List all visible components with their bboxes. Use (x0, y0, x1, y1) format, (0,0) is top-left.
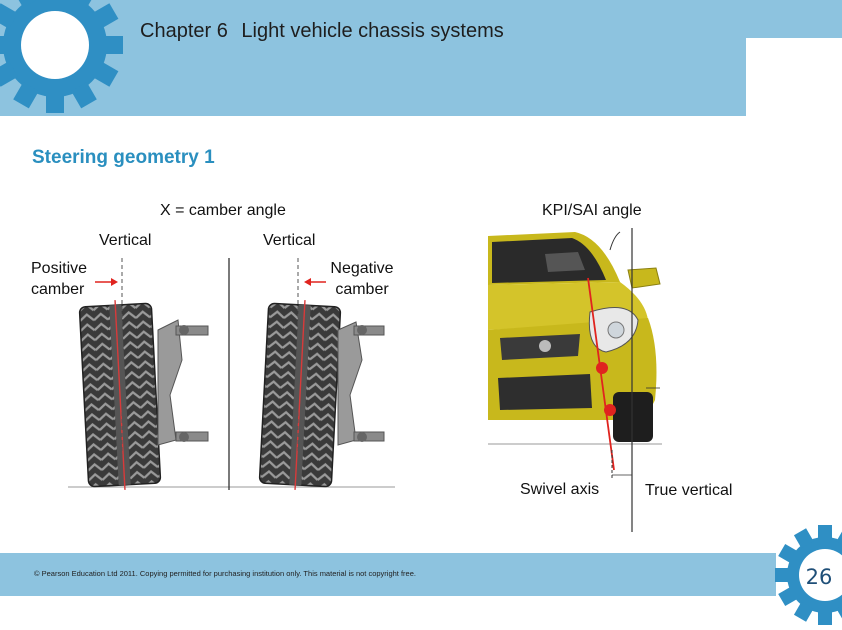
copyright-notice: © Pearson Education Ltd 2011. Copying pe… (34, 569, 416, 578)
gear-icon (0, 0, 123, 113)
header-band (0, 0, 746, 116)
chapter-title: Light vehicle chassis systems (241, 20, 504, 42)
true-vertical-label: True vertical (645, 482, 733, 499)
positive-camber-line1: Positive (31, 260, 88, 277)
positive-camber-wheel (78, 258, 209, 490)
lower-ball-joint (604, 404, 616, 416)
camber-arrows (95, 278, 326, 286)
steering-geometry-diagram (68, 224, 663, 532)
slide-title: Steering geometry 1 (32, 147, 215, 168)
header-band-right (746, 0, 842, 38)
kpi-sai-angle-label: KPI/SAI angle (542, 202, 642, 219)
car-front-illustration (488, 224, 663, 445)
footer-band (0, 553, 776, 596)
negative-camber-line2: camber (335, 281, 389, 298)
vertical-label-left: Vertical (99, 232, 152, 249)
upper-ball-joint (596, 362, 608, 374)
positive-camber-line2: camber (31, 281, 85, 298)
positive-camber-label: Positive camber (31, 258, 87, 300)
page-number: 26 (805, 565, 833, 589)
negative-camber-line1: Negative (330, 260, 394, 277)
negative-camber-label: Negative camber (326, 258, 398, 300)
kpi-angle-arc (609, 231, 621, 251)
camber-angle-label: X = camber angle (160, 202, 286, 219)
swivel-axis-line (587, 277, 615, 471)
negative-camber-wheel (258, 258, 385, 490)
vertical-label-right: Vertical (263, 232, 316, 249)
chapter-heading: Chapter 6 Light vehicle chassis systems (140, 20, 504, 43)
swivel-axis-label: Swivel axis (520, 481, 600, 498)
chapter-number: Chapter 6 (140, 20, 228, 42)
